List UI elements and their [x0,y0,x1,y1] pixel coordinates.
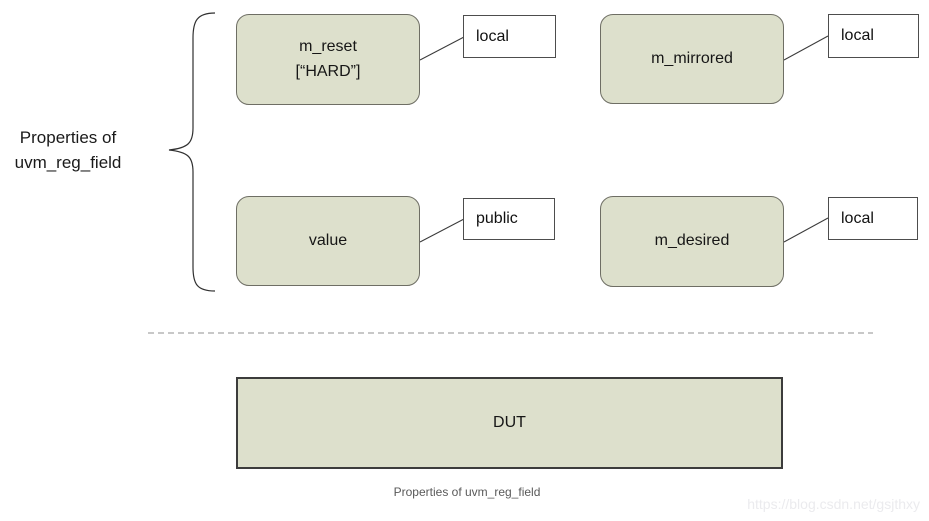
field-label-m-desired: m_desired [654,232,730,250]
access-box-value: public [463,198,555,240]
access-label-value: public [476,210,518,227]
dut-label: DUT [493,414,526,431]
access-box-m-mirrored: local [828,14,919,58]
field-box-value: value [236,196,420,286]
connector-line-value [419,218,465,243]
field-box-m-desired: m_desired [600,196,784,287]
field-label-m-reset: m_reset [“HARD”] [295,37,361,80]
field-label-m-mirrored: m_mirrored [651,49,733,67]
curly-brace [168,12,216,292]
field-label-value: value [308,231,348,249]
group-label: Properties of uvm_reg_field [14,128,122,172]
field-box-m-mirrored: m_mirrored [600,14,784,104]
access-label-m-desired: local [841,209,874,227]
connector-line-m-mirrored [783,35,829,61]
access-box-m-desired: local [828,197,918,240]
figure-caption: Properties of uvm_reg_field [393,485,541,499]
access-box-m-reset: local [463,15,556,58]
connector-line-m-reset [419,36,465,61]
connector-line-m-desired [783,217,829,243]
watermark-text: https://blog.csdn.net/gsjthxy [747,496,920,512]
access-label-m-mirrored: local [841,27,874,44]
dut-box: DUT [236,377,783,469]
access-label-m-reset: local [476,27,509,45]
field-box-m-reset: m_reset [“HARD”] [236,14,420,105]
